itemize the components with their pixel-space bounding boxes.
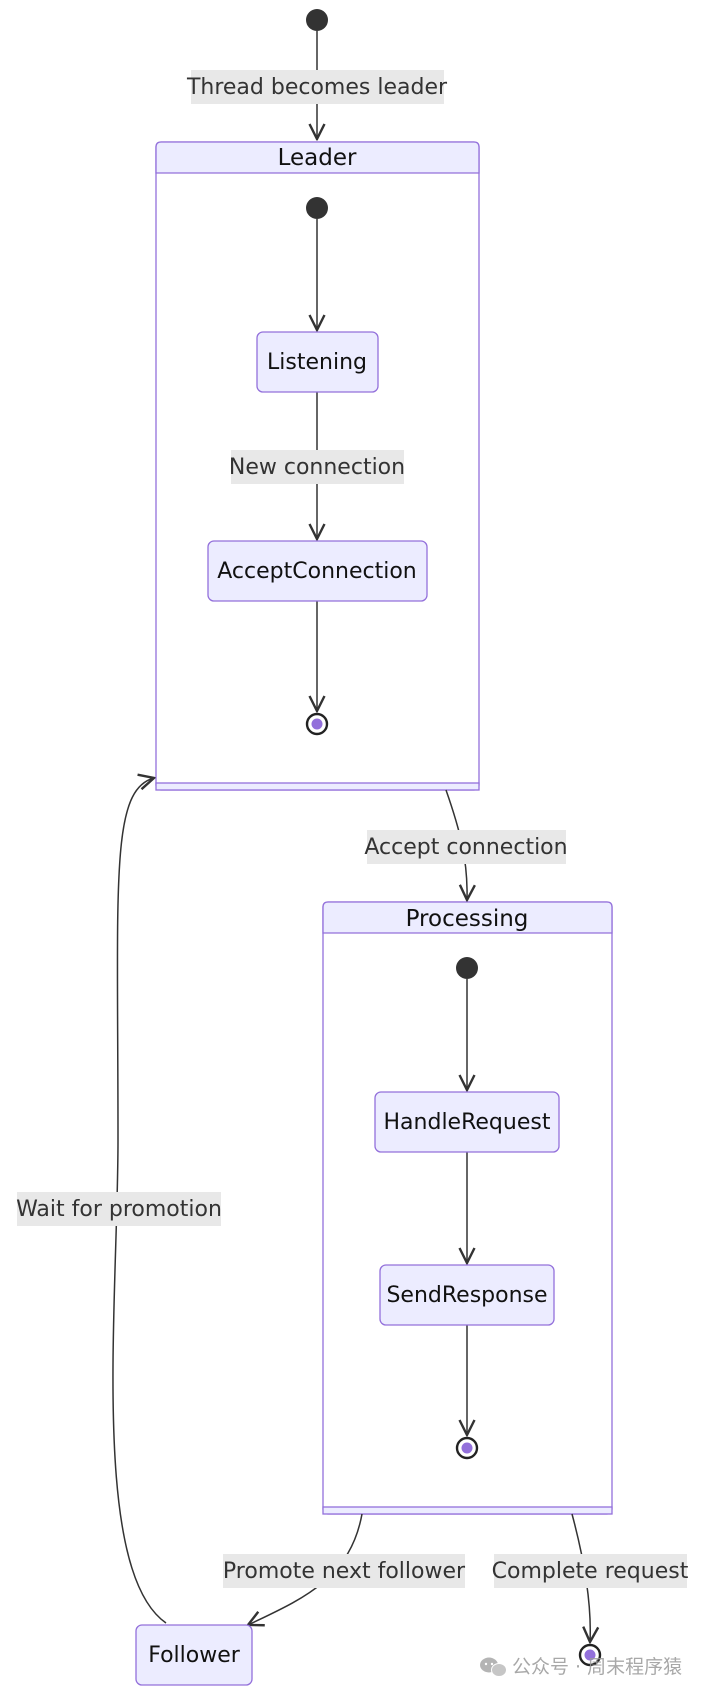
svg-text:Promote next follower: Promote next follower: [223, 1559, 466, 1584]
label-thread-becomes-leader: Thread becomes leader: [186, 70, 448, 104]
wechat-icon: [480, 1657, 507, 1677]
state-sendresponse-label: SendResponse: [386, 1283, 547, 1308]
state-handlerequest: HandleRequest: [374, 1091, 560, 1153]
svg-text:Wait for promotion: Wait for promotion: [16, 1197, 222, 1222]
svg-text:Accept connection: Accept connection: [364, 835, 567, 860]
state-acceptconnection: AcceptConnection: [207, 540, 428, 602]
watermark-text: 公众号 · 周末程序猿: [512, 1656, 682, 1678]
leader-end-state: [305, 712, 329, 736]
label-complete-request: Complete request: [492, 1554, 689, 1588]
state-follower-label: Follower: [148, 1643, 241, 1668]
processing-end-state: [455, 1436, 479, 1460]
state-acceptconnection-label: AcceptConnection: [217, 559, 416, 584]
svg-text:Thread becomes leader: Thread becomes leader: [186, 75, 448, 100]
watermark: 公众号 · 周末程序猿: [480, 1656, 682, 1678]
state-listening-label: Listening: [267, 350, 367, 375]
edge-wait-for-promotion: [112, 778, 167, 1624]
state-sendresponse: SendResponse: [379, 1264, 555, 1326]
label-new-connection: New connection: [229, 450, 405, 484]
label-promote-next-follower: Promote next follower: [223, 1554, 466, 1588]
state-handlerequest-label: HandleRequest: [384, 1110, 551, 1135]
state-listening: Listening: [256, 331, 379, 393]
svg-text:Complete request: Complete request: [492, 1559, 689, 1584]
state-follower: Follower: [135, 1624, 253, 1686]
svg-text:New connection: New connection: [229, 455, 405, 480]
leader-title: Leader: [278, 145, 357, 171]
label-wait-for-promotion: Wait for promotion: [16, 1192, 222, 1226]
processing-title: Processing: [406, 906, 529, 932]
outer-end-state: [578, 1643, 602, 1667]
leader-start-state: [306, 197, 328, 219]
outer-start-state: [306, 9, 328, 31]
label-accept-connection: Accept connection: [364, 830, 568, 864]
processing-start-state: [456, 957, 478, 979]
